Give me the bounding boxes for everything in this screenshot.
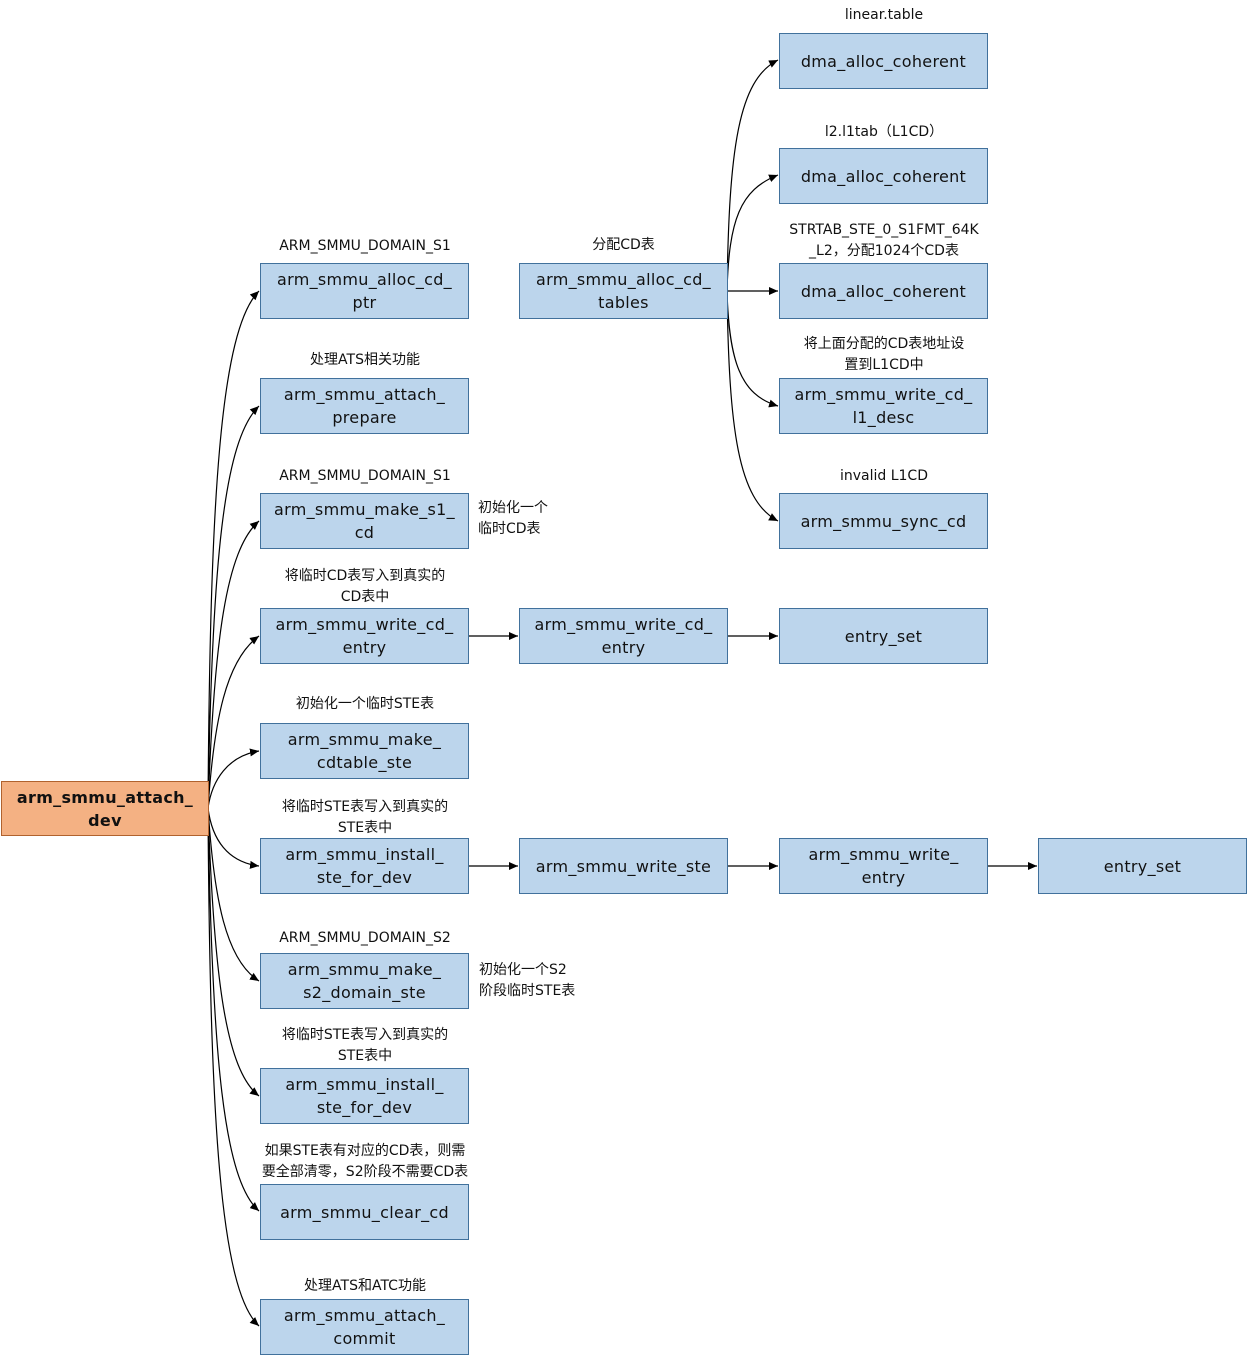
node-arm-smmu-write-cd-entry-inner[interactable]: arm_smmu_write_cd_ entry (519, 608, 728, 664)
note-install-ste-1: 将临时STE表写入到真实的 STE表中 (281, 799, 449, 836)
note-sync-cd: invalid L1CD (839, 468, 928, 484)
node-arm-smmu-write-entry[interactable]: arm_smmu_write_ entry (779, 838, 988, 894)
edge-root-make-s1-cd (207, 520, 260, 809)
edge-tables-l1-desc (726, 290, 779, 408)
edge-tables-dma-2 (726, 174, 779, 292)
note-clear-cd: 如果STE表有对应的CD表，则需 要全部清零，S2阶段不需要CD表 (261, 1143, 469, 1180)
edge-root-attach-commit (207, 807, 260, 1327)
node-dma-alloc-coherent-1[interactable]: dma_alloc_coherent (779, 33, 988, 89)
node-arm-smmu-sync-cd[interactable]: arm_smmu_sync_cd (779, 493, 988, 549)
node-arm-smmu-make-s1-cd[interactable]: arm_smmu_make_s1_ cd (260, 493, 469, 549)
note-attach-commit: 处理ATS和ATC功能 (304, 1278, 426, 1294)
edge-root-install-ste-2 (207, 807, 260, 1097)
node-arm-smmu-make-s2-domain-ste[interactable]: arm_smmu_make_ s2_domain_ste (260, 953, 469, 1009)
edge-root-make-cdtable-ste (207, 748, 260, 809)
node-arm-smmu-install-ste-for-dev-2[interactable]: arm_smmu_install_ ste_for_dev (260, 1068, 469, 1124)
node-entry-set-ste[interactable]: entry_set (1038, 838, 1247, 894)
node-arm-smmu-write-cd-entry[interactable]: arm_smmu_write_cd_ entry (260, 608, 469, 664)
note-make-cdtable-ste: 初始化一个临时STE表 (295, 696, 435, 712)
node-arm-smmu-install-ste-for-dev-1[interactable]: arm_smmu_install_ ste_for_dev (260, 838, 469, 894)
edge-root-attach-prepare (207, 405, 260, 809)
note-make-s2-side: 初始化一个S2 阶段临时STE表 (479, 962, 576, 999)
note-alloc-cd-ptr: ARM_SMMU_DOMAIN_S1 (279, 238, 451, 254)
edge-root-alloc-cd-ptr (207, 290, 260, 809)
note-make-s2-domain-ste: ARM_SMMU_DOMAIN_S2 (279, 930, 451, 946)
note-dma-alloc-1: linear.table (844, 7, 924, 23)
node-arm-smmu-attach-prepare[interactable]: arm_smmu_attach_ prepare (260, 378, 469, 434)
note-attach-prepare: 处理ATS相关功能 (310, 352, 420, 368)
note-dma-alloc-2: l2.l1tab（L1CD） (824, 124, 944, 140)
edge-root-install-ste-1 (207, 807, 260, 869)
edge-root-make-s2-ste (207, 807, 260, 982)
node-arm-smmu-write-cd-l1-desc[interactable]: arm_smmu_write_cd_ l1_desc (779, 378, 988, 434)
note-install-ste-2: 将临时STE表写入到真实的 STE表中 (281, 1027, 449, 1064)
node-arm-smmu-alloc-cd-tables[interactable]: arm_smmu_alloc_cd_ tables (519, 263, 728, 319)
edge-tables-dma-1 (726, 59, 779, 292)
root-function-box[interactable]: arm_smmu_attach_ dev (1, 781, 209, 836)
node-entry-set-cd[interactable]: entry_set (779, 608, 988, 664)
edge-root-write-cd-entry (207, 635, 260, 809)
node-arm-smmu-make-cdtable-ste[interactable]: arm_smmu_make_ cdtable_ste (260, 723, 469, 779)
node-arm-smmu-clear-cd[interactable]: arm_smmu_clear_cd (260, 1184, 469, 1240)
node-dma-alloc-coherent-2[interactable]: dma_alloc_coherent (779, 148, 988, 204)
node-arm-smmu-write-ste[interactable]: arm_smmu_write_ste (519, 838, 728, 894)
node-dma-alloc-coherent-3[interactable]: dma_alloc_coherent (779, 263, 988, 319)
note-dma-alloc-3: STRTAB_STE_0_S1FMT_64K _L2，分配1024个CD表 (789, 222, 979, 259)
edge-tables-sync-cd (726, 290, 779, 522)
edge-root-clear-cd (207, 807, 260, 1212)
node-arm-smmu-attach-commit[interactable]: arm_smmu_attach_ commit (260, 1299, 469, 1355)
node-arm-smmu-alloc-cd-ptr[interactable]: arm_smmu_alloc_cd_ ptr (260, 263, 469, 319)
note-make-s1-cd-side: 初始化一个 临时CD表 (478, 500, 548, 537)
note-write-cd-entry: 将临时CD表写入到真实的 CD表中 (284, 568, 446, 605)
note-make-s1-cd: ARM_SMMU_DOMAIN_S1 (279, 468, 451, 484)
note-write-cd-l1-desc: 将上面分配的CD表地址设 置到L1CD中 (803, 336, 965, 373)
note-alloc-cd-tables: 分配CD表 (592, 237, 655, 253)
